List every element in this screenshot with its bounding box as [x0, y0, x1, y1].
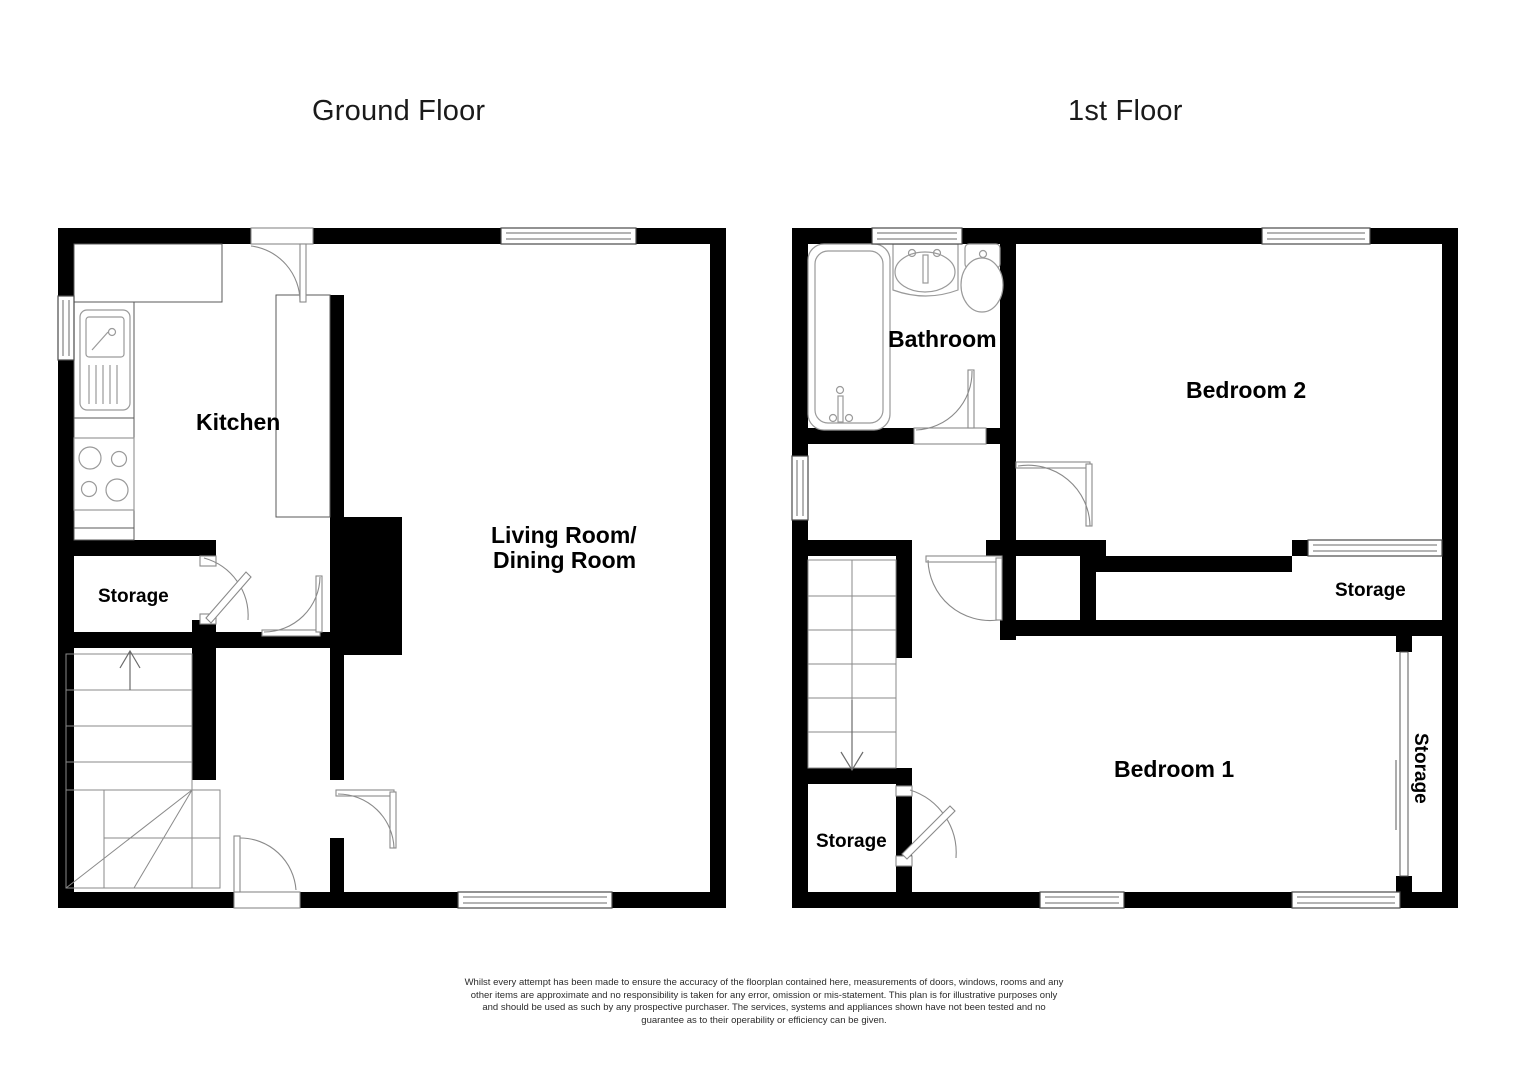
door-living-room — [335, 789, 397, 849]
room-label-kitchen: Kitchen — [196, 409, 280, 435]
window-bedroom1-bottom-left — [1039, 891, 1125, 909]
window-bedroom1-bottom-right — [1291, 891, 1401, 909]
window-landing-left — [791, 455, 809, 521]
storage-right-partition — [1395, 651, 1409, 877]
ground-floor-windows — [57, 227, 637, 909]
wash-basin-icon — [892, 243, 959, 297]
window-living-bottom — [457, 891, 613, 909]
ground-floor-title: Ground Floor — [312, 95, 486, 127]
room-label-living-room-line1: Living Room/ — [491, 522, 637, 548]
kitchen-tall-unit — [275, 294, 331, 518]
door-storage — [199, 555, 252, 625]
stairs-down-arrow — [840, 700, 864, 772]
room-label-living-room-line2: Dining Room — [493, 547, 636, 573]
window-storage-top — [1307, 539, 1443, 557]
door-back — [233, 835, 301, 909]
door-bathroom — [913, 369, 987, 445]
room-label-bedroom1: Bedroom 1 — [1114, 756, 1234, 782]
disclaimer-text: Whilst every attempt has been made to en… — [464, 977, 1064, 1026]
room-label-bedroom2: Bedroom 2 — [1186, 377, 1306, 403]
room-label-storage-ground: Storage — [98, 586, 169, 607]
kitchen-units — [73, 243, 223, 541]
door-hall — [261, 575, 323, 637]
first-floor-walls — [792, 228, 1458, 908]
bath-icon — [807, 243, 891, 431]
wc-icon — [960, 243, 1004, 313]
door-storage-stairs — [895, 785, 957, 867]
first-floor-windows — [791, 227, 1443, 909]
staircase-up — [65, 649, 221, 889]
kitchen-hob-icon — [73, 437, 135, 511]
staircase-down — [807, 559, 897, 772]
first-floor-title: 1st Floor — [1068, 95, 1183, 127]
room-label-storage-right-vertical: Storage — [1410, 733, 1431, 804]
room-label-storage-stairs: Storage — [816, 831, 887, 852]
door-bedroom2 — [1015, 461, 1093, 527]
door-bedroom1 — [925, 555, 1003, 622]
window-living-top — [500, 227, 637, 245]
first-floor-doors — [895, 369, 1093, 867]
window-bathroom — [871, 227, 963, 245]
kitchen-sink-icon — [79, 309, 131, 411]
door-front — [250, 227, 314, 303]
room-label-storage-upper-right: Storage — [1335, 580, 1406, 601]
room-label-bathroom: Bathroom — [888, 326, 997, 352]
stairs-up-arrow — [119, 649, 141, 690]
window-kitchen-left — [57, 295, 75, 361]
bathroom-fixtures — [807, 243, 1004, 431]
ground-floor-walls — [58, 228, 726, 908]
window-bedroom2-top — [1261, 227, 1371, 245]
ground-floor-doors — [199, 227, 397, 909]
